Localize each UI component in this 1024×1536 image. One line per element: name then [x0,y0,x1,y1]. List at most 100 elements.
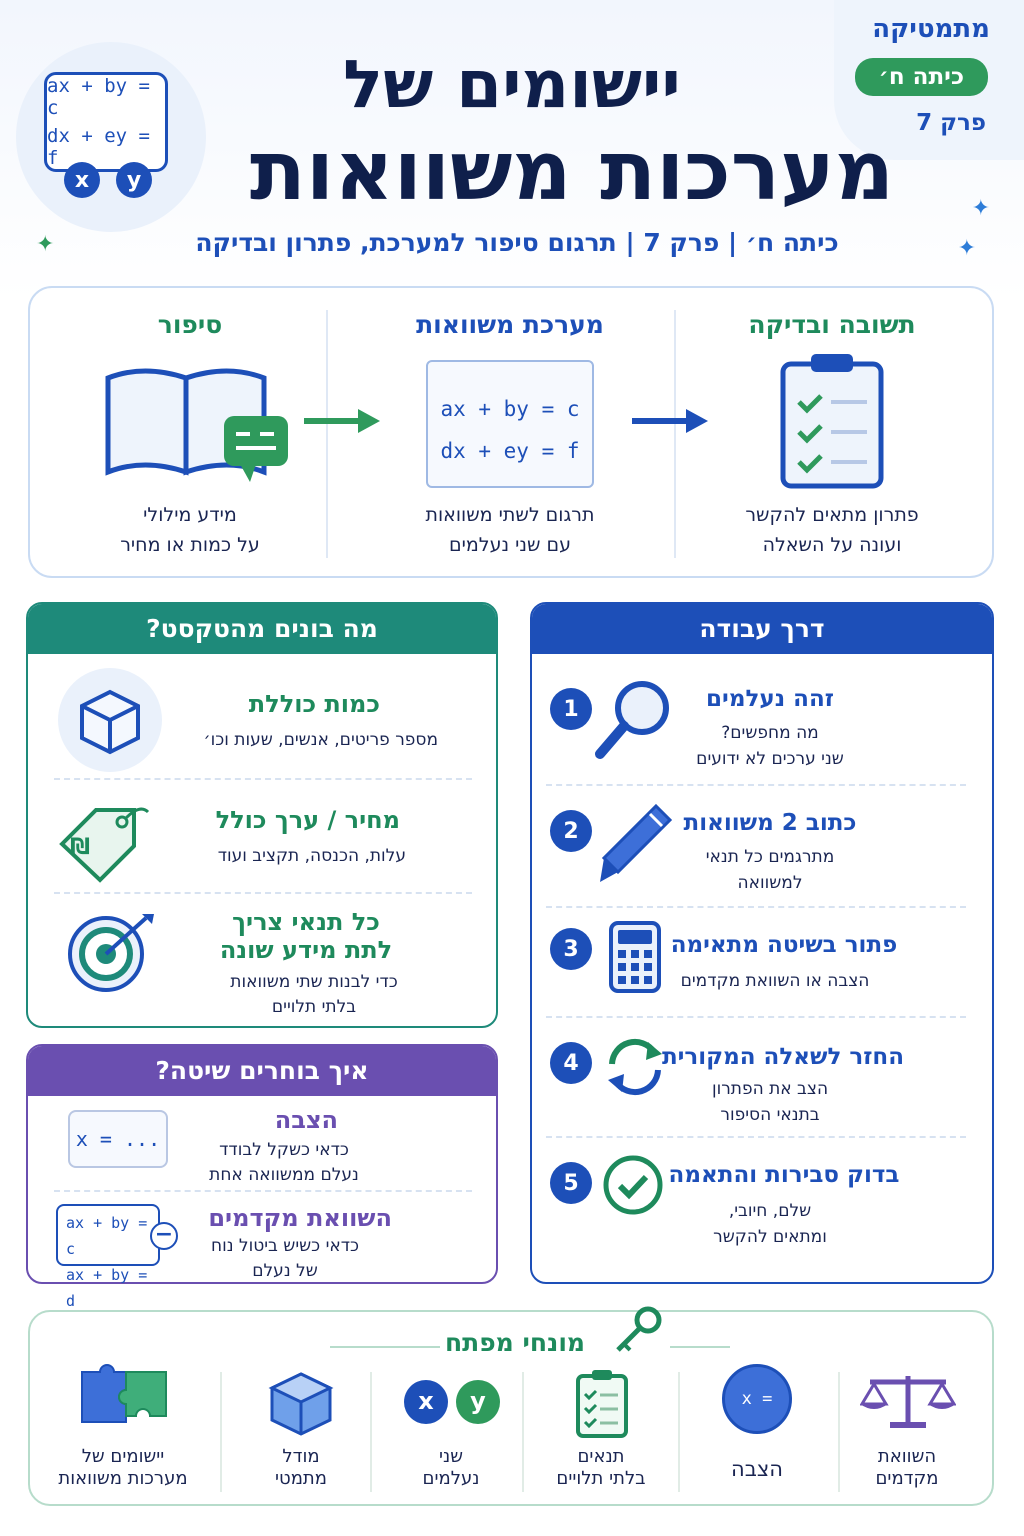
badge-equation-1: ax + by = c [47,75,150,119]
flow-divider [326,310,328,558]
key-terms-heading: מונחי מפתח [444,1328,586,1357]
check-circle-icon [603,1155,663,1215]
target-icon [68,914,154,992]
badge-equation-2: dx + ey = f [47,125,150,169]
variable-y-icon: y [116,162,152,198]
heading-line [670,1346,730,1348]
substitution-box-icon: x = ... [68,1110,168,1168]
clipboard-checklist-icon [780,354,884,489]
term-divider [838,1372,840,1492]
notebook-equation-2: dx + ey = f [440,439,580,463]
build-item-title: כמות כוללת [248,690,380,718]
step-number: 1 [550,688,592,730]
svg-text:₪: ₪ [70,835,90,860]
grade-badge: כיתה ח׳ [854,58,988,96]
divider [546,1016,966,1018]
variable-y-icon: y [456,1380,500,1424]
step-desc: הצבה או השוואת מקדמים [680,971,870,991]
build-heading: מה בונים מהטקסט? [28,604,496,654]
key-icon [616,1306,662,1352]
build-item-desc: מספר פריטים, אנשים, שעות וכו׳ [203,730,438,750]
method-item-title: השוואת מקדמים [208,1204,392,1232]
magnifier-icon [595,681,669,759]
divider [54,778,472,780]
sparkle-icon: ✦ [957,236,976,261]
substitution-icon: x = ... [722,1364,792,1473]
pen-icon [600,803,673,882]
step-title: כתוב 2 משוואות [683,810,857,836]
term-divider [522,1372,524,1492]
page-title-line2: מערכות משוואות [249,124,895,219]
divider [546,1136,966,1138]
method-item-title: הצבה [274,1106,338,1134]
chapter-label: פרק 7 [916,110,986,136]
step-title: החזר לשאלה המקורית [661,1044,905,1070]
workflow-card: דרך עבודה [530,602,994,1284]
step-number: 5 [550,1162,592,1204]
arrow-right-icon [632,409,708,433]
workflow-heading: דרך עבודה [532,604,992,654]
open-book-icon [105,368,288,482]
divider [546,784,966,786]
flow-step-title: מערכת משוואות [416,310,604,339]
step-title: פתור בשיטה מתאימה [670,932,898,958]
term-label: הצבה [730,1457,784,1481]
sparkle-icon: ✦ [971,196,990,221]
method-heading: איך בוחרים שיטה? [28,1046,496,1096]
step-number: 4 [550,1042,592,1084]
model-cube-icon [268,1372,334,1436]
calculator-icon [609,921,661,993]
step-title: בדוק סבירות והתאמה [668,1162,900,1188]
price-tag-icon: ₪ [59,807,150,883]
variable-x-icon: x [404,1380,448,1424]
subject-label: מתמטיקה [872,14,990,44]
divider [54,892,472,894]
minus-icon: − [150,1222,178,1250]
page-title-line1: יישומים של [343,46,681,123]
flow-divider [674,310,676,558]
build-item-desc: עלות, הכנסה, תקציב ועוד [217,846,406,866]
term-divider [220,1372,222,1492]
flow-step-system: מערכת משוואות ax + by = c dx + ey = f תר… [350,288,670,576]
heading-line [330,1346,440,1348]
flow-step-title: סיפור [157,310,223,339]
build-item-title: מחיר / ערך כולל [215,806,400,834]
step-desc: מה מחפשים?שני ערכים לא ידועים [696,723,844,769]
cube-icon [58,668,162,772]
equation-notebook: ax + by = c dx + ey = f [426,360,594,488]
step-number: 3 [550,928,592,970]
arrow-right-icon [304,409,380,433]
clipboard-list-icon [576,1370,628,1438]
variable-x-icon: x [64,162,100,198]
term-divider [678,1372,680,1492]
puzzle-pieces-icon [81,1364,167,1423]
notebook-equation-1: ax + by = c [440,397,580,421]
balance-scale-icon [860,1376,956,1428]
equation-badge: ax + by = c dx + ey = f [44,72,168,172]
term-divider [370,1372,372,1492]
divider [54,1190,472,1192]
refresh-cycle-icon [608,1038,662,1096]
step-number: 2 [550,810,592,852]
sparkle-icon: ✦ [36,232,55,257]
step-desc: שלם, חיובי,ומתאים להקשר [713,1201,827,1247]
step-title: זהה נעלמים [706,686,834,712]
